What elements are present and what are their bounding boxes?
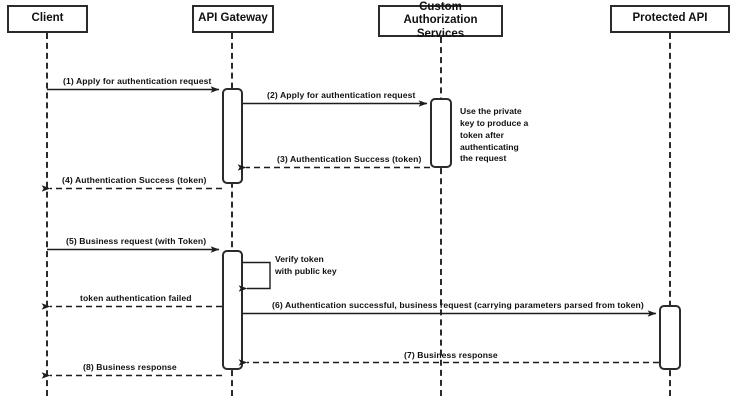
participant-client[interactable]: Client [7,5,88,33]
lifeline-client [46,33,48,396]
message-label-6: (6) Authentication successful, business … [272,300,644,310]
lifeline-protected-api [669,33,671,396]
participant-custom-authorization-services[interactable]: Custom Authorization Services [378,1,503,40]
activation-custom-auth [430,98,452,168]
participant-label: API Gateway [198,12,268,25]
participant-label: Custom Authorization Services [403,1,478,40]
message-label-7: (7) Business response [404,350,498,360]
message-label-5: (5) Business request (with Token) [66,236,207,246]
participant-label: Client [31,12,64,25]
lifeline-custom-authorization-services [440,37,442,396]
activation-protected-api [659,305,681,370]
message-label-8: (8) Business response [83,362,177,372]
activation-api-gateway-business [222,250,243,370]
message-label-4: (4) Authentication Success (token) [62,175,207,185]
message-label-self-verify-token: Verify token with public key [275,254,337,276]
message-label-1: (1) Apply for authentication request [63,76,212,86]
message-label-2: (2) Apply for authentication request [267,90,416,100]
participant-label: Protected API [632,12,708,25]
activation-api-gateway-auth [222,88,243,184]
lifeline-api-gateway [231,33,233,396]
participant-api-gateway[interactable]: API Gateway [192,5,274,33]
message-label-3: (3) Authentication Success (token) [277,154,422,164]
message-label-token-authentication-failed: token authentication failed [80,293,192,303]
participant-protected-api[interactable]: Protected API [610,5,730,33]
note-private-key: Use the private key to produce a token a… [460,106,529,164]
